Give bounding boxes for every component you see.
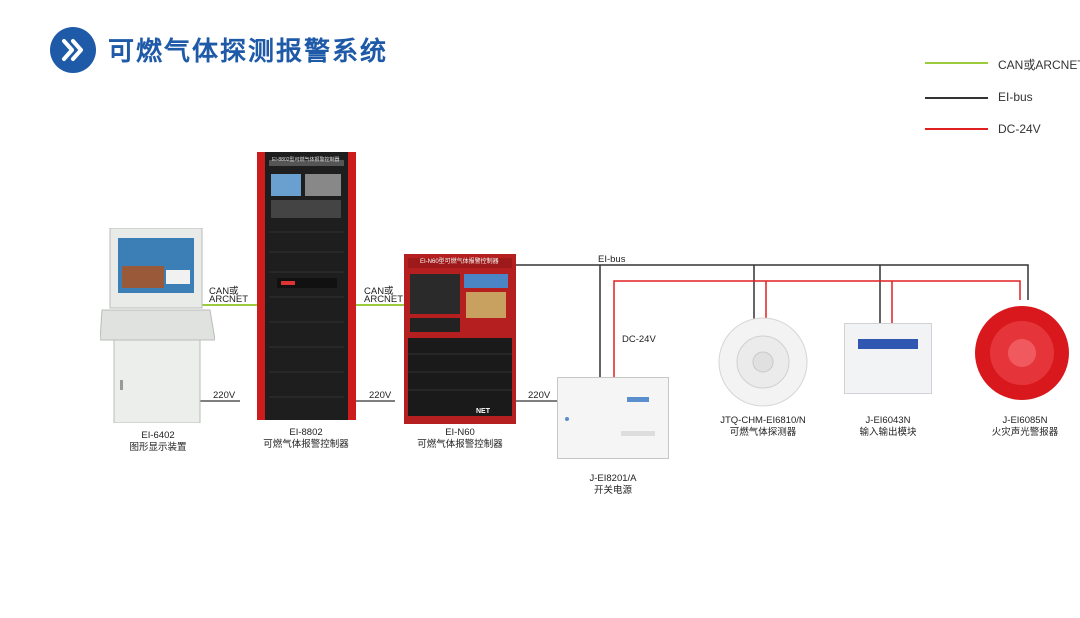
device-ei8802-cabinet — [257, 152, 356, 420]
label-alarm-model: J-EI6085N — [1002, 415, 1048, 426]
label-ei6402-model: EI-6402 — [141, 430, 175, 441]
label-ei8802-name: 可燃气体报警控制器 — [263, 439, 349, 450]
device-io-module — [844, 323, 932, 394]
cabinet-header-text: EI-8802型可燃气体报警控制器 — [272, 157, 340, 163]
page-title: 可燃气体探测报警系统 — [108, 36, 389, 66]
label-psu-model: J-EI8201/A — [589, 473, 637, 484]
dc24-label: DC-24V — [622, 334, 656, 345]
double-chevron-icon — [50, 27, 96, 73]
label-psu-name: 开关电源 — [593, 485, 632, 496]
device-gas-detector — [717, 317, 809, 407]
eibus-label: EI-bus — [598, 254, 626, 265]
label-module-name: 输入输出模块 — [859, 427, 917, 438]
device-psu — [557, 377, 669, 459]
device-alarm-sounder — [975, 300, 1070, 406]
label-ein60-name: 可燃气体报警控制器 — [417, 439, 503, 450]
n60-brand: NET — [476, 408, 490, 415]
dc24-main — [613, 280, 1021, 380]
label-detector-name: 可燃气体探测器 — [729, 427, 797, 438]
n60-header-text: EI-N60型可燃气体报警控制器 — [420, 259, 499, 265]
v220-label-2: 220V — [369, 390, 392, 401]
label-ei6402-name: 图形显示装置 — [129, 442, 187, 453]
legend-swatch-eibus — [925, 97, 988, 99]
can-label-2b: ARCNET — [364, 294, 404, 305]
device-ei6402-console — [99, 227, 216, 424]
device-ein60-panel — [404, 254, 516, 424]
legend-label-eibus: EI-bus — [998, 90, 1033, 104]
label-alarm-name: 火灾声光警报器 — [991, 427, 1059, 438]
can-label-1a: CAN或 — [209, 286, 239, 297]
legend-swatch-can — [925, 62, 988, 64]
legend-label-can: CAN或ARCNET — [998, 58, 1080, 72]
legend-swatch-dc24 — [925, 128, 988, 130]
label-ein60-model: EI-N60 — [445, 427, 475, 438]
label-ei8802-model: EI-8802 — [289, 427, 323, 438]
label-detector-model: JTQ-CHM-EI6810/N — [720, 415, 806, 426]
v220-label-1: 220V — [213, 390, 236, 401]
eibus-main — [515, 264, 1029, 300]
can-label-2a: CAN或 — [364, 286, 394, 297]
can-label-1b: ARCNET — [209, 294, 249, 305]
label-module-model: J-EI6043N — [865, 415, 911, 426]
v220-label-3: 220V — [528, 390, 551, 401]
legend-label-dc24: DC-24V — [998, 122, 1041, 136]
